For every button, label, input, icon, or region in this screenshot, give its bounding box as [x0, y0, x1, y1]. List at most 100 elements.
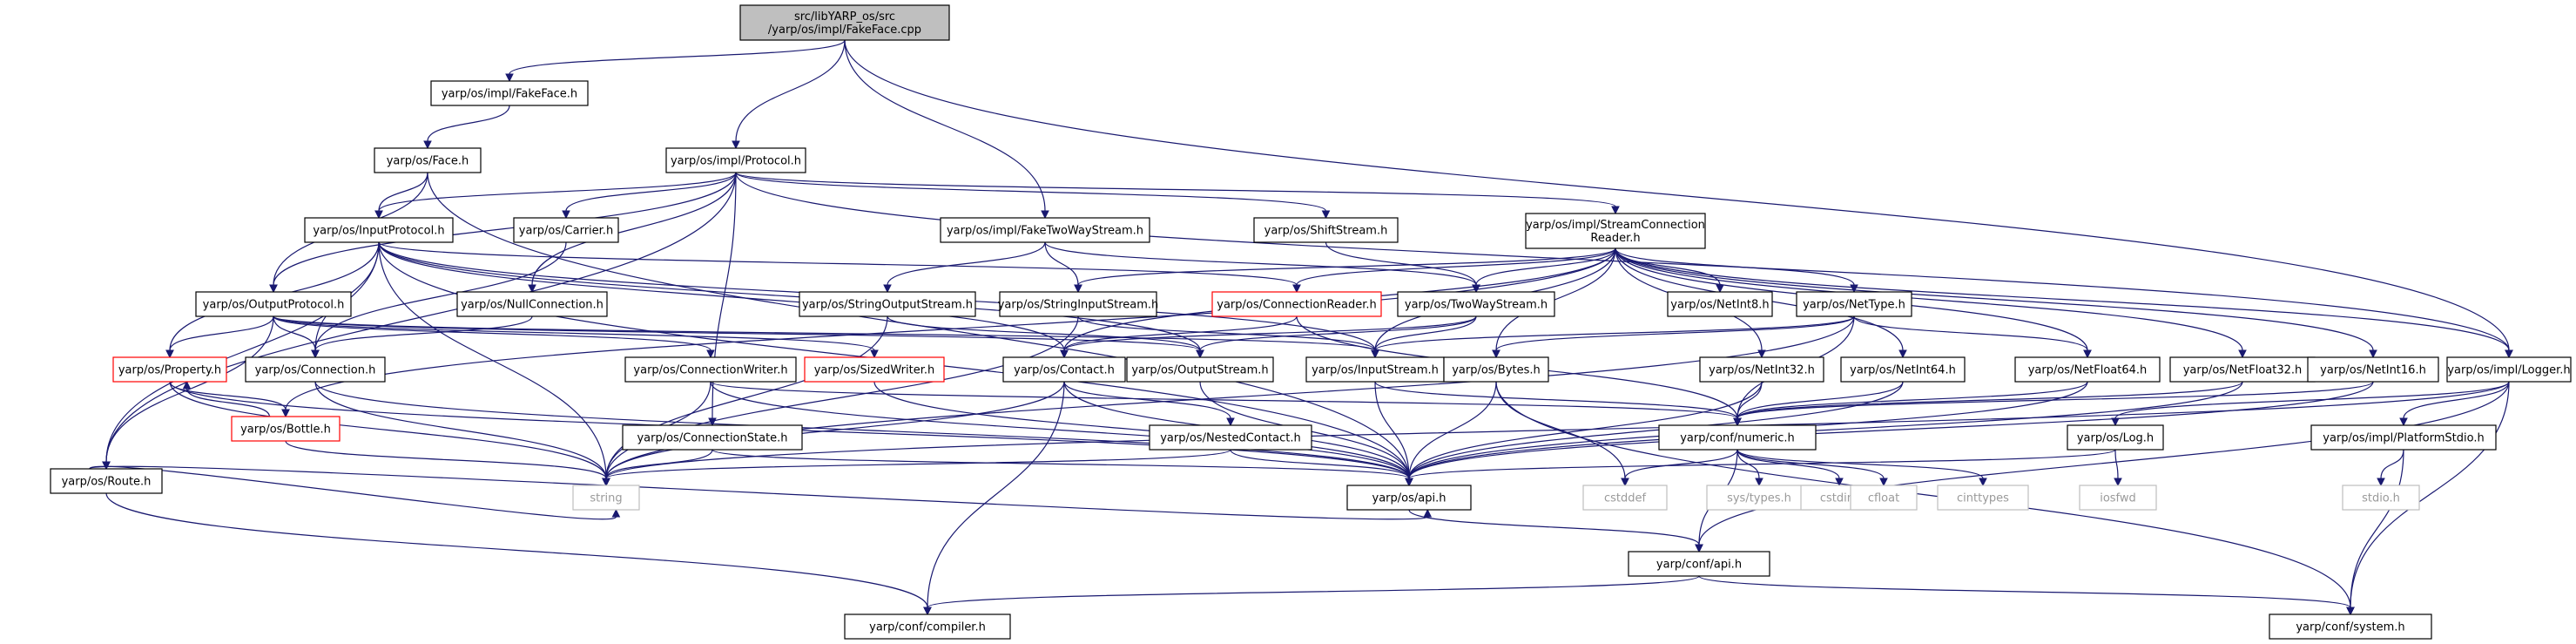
node-label: yarp/os/Face.h: [387, 155, 469, 168]
node-logger[interactable]: yarp/os/impl/Logger.h: [2446, 356, 2572, 383]
dependency-edges: [89, 39, 2513, 616]
node-label: yarp/os/Contact.h: [1014, 364, 1115, 377]
node-root[interactable]: src/libYARP_os/src/yarp/os/impl/FakeFace…: [739, 4, 950, 41]
node-netint8[interactable]: yarp/os/NetInt8.h: [1667, 291, 1773, 317]
edge-nettype-to-netfloat64: [1853, 315, 2092, 359]
node-string[interactable]: string: [572, 485, 640, 511]
edge-streamconnectionreader-to-connectionreader: [1292, 247, 1616, 294]
edge-protocol-to-outputprotocol: [269, 172, 737, 294]
node-connectionreader[interactable]: yarp/os/ConnectionReader.h: [1211, 291, 1382, 317]
node-netint32[interactable]: yarp/os/NetInt32.h: [1699, 356, 1824, 383]
node-label: yarp/os/OutputProtocol.h: [203, 299, 345, 312]
edge-protocol-to-shiftstream: [735, 172, 1331, 220]
node-label: yarp/os/SizedWriter.h: [814, 364, 935, 377]
edge-route-to-string: [89, 465, 621, 520]
edge-confnumeric-to-cfloat: [1736, 449, 1888, 487]
node-connectionwriter[interactable]: yarp/os/ConnectionWriter.h: [624, 356, 797, 383]
node-nullconnection[interactable]: yarp/os/NullConnection.h: [456, 291, 608, 317]
node-stringoutputstream[interactable]: yarp/os/StringOutputStream.h: [799, 291, 976, 317]
node-confapi[interactable]: yarp/conf/api.h: [1628, 551, 1770, 577]
node-nettype[interactable]: yarp/os/NetType.h: [1796, 291, 1912, 317]
node-label: yarp/os/impl/PlatformStdio.h: [2323, 432, 2484, 445]
node-netint16[interactable]: yarp/os/NetInt16.h: [2307, 356, 2439, 383]
edge-streamconnectionreader-to-logger: [1615, 247, 2513, 359]
node-faketwowaystream[interactable]: yarp/os/impl/FakeTwoWayStream.h: [940, 217, 1150, 243]
edge-route-to-confcompiler: [105, 492, 932, 616]
node-cstddef[interactable]: cstddef: [1582, 485, 1668, 511]
node-connection[interactable]: yarp/os/Connection.h: [245, 356, 386, 383]
node-twowaystream[interactable]: yarp/os/TwoWayStream.h: [1397, 291, 1555, 317]
node-label: yarp/os/NetFloat32.h: [2183, 364, 2303, 377]
node-systypes[interactable]: sys/types.h: [1706, 485, 1812, 511]
node-label: yarp/os/InputStream.h: [1312, 364, 1439, 377]
node-label: /yarp/os/impl/FakeFace.cpp: [768, 24, 921, 37]
node-label: yarp/os/NestedContact.h: [1160, 432, 1301, 445]
node-label: yarp/os/Route.h: [62, 476, 152, 489]
node-contact[interactable]: yarp/os/Contact.h: [1002, 356, 1126, 383]
node-label: iosfwd: [2100, 492, 2136, 505]
node-iosfwd[interactable]: iosfwd: [2079, 485, 2157, 511]
node-stringinputstream[interactable]: yarp/os/StringInputStream.h: [998, 291, 1159, 317]
node-carrier[interactable]: yarp/os/Carrier.h: [513, 217, 619, 243]
edge-osapi-to-confapi: [1408, 509, 1703, 553]
node-confnumeric[interactable]: yarp/conf/numeric.h: [1658, 424, 1817, 451]
edge-streamconnectionreader-to-stringinputstream: [1074, 247, 1616, 294]
node-route[interactable]: yarp/os/Route.h: [50, 468, 163, 494]
node-label: yarp/os/NetFloat64.h: [2028, 364, 2148, 377]
edge-protocol-to-streamconnectionreader: [735, 172, 1620, 215]
node-confcompiler[interactable]: yarp/conf/compiler.h: [844, 613, 1011, 640]
node-property[interactable]: yarp/os/Property.h: [112, 356, 227, 383]
node-netfloat32[interactable]: yarp/os/NetFloat32.h: [2169, 356, 2316, 383]
node-nestedcontact[interactable]: yarp/os/NestedContact.h: [1149, 424, 1312, 451]
node-netfloat64[interactable]: yarp/os/NetFloat64.h: [2014, 356, 2161, 383]
edge-logger-to-log: [2111, 381, 2510, 427]
edge-faketwowaystream-to-twowaystream: [1044, 241, 1480, 294]
edge-protocol-to-inputprotocol: [374, 172, 737, 220]
edge-fakeface_h-to-face: [423, 105, 510, 150]
node-bottle[interactable]: yarp/os/Bottle.h: [231, 416, 341, 442]
node-shiftstream[interactable]: yarp/os/ShiftStream.h: [1253, 217, 1399, 243]
node-label: yarp/os/impl/FakeFace.h: [442, 88, 577, 101]
node-cinttypes[interactable]: cinttypes: [1937, 485, 2029, 511]
node-label: yarp/os/impl/Logger.h: [2447, 364, 2570, 377]
node-fakeface_h[interactable]: yarp/os/impl/FakeFace.h: [430, 80, 589, 106]
edge-connection-to-string: [314, 381, 610, 487]
edge-connectionstate-to-string: [602, 449, 713, 487]
node-label: sys/types.h: [1727, 492, 1791, 505]
edge-confnumeric-to-cinttypes: [1736, 449, 1987, 487]
edge-twowaystream-to-outputstream: [1196, 315, 1477, 359]
node-platformstdio[interactable]: yarp/os/impl/PlatformStdio.h: [2310, 424, 2497, 451]
edge-netint16-to-confnumeric: [1733, 381, 2374, 427]
node-label: yarp/os/NetType.h: [1803, 299, 1905, 312]
node-label: yarp/os/NetInt16.h: [2320, 364, 2426, 377]
node-face[interactable]: yarp/os/Face.h: [374, 147, 482, 173]
edge-protocol-to-connectionstate: [708, 172, 737, 427]
node-bytes[interactable]: yarp/os/Bytes.h: [1443, 356, 1549, 383]
node-confsystem[interactable]: yarp/conf/system.h: [2269, 613, 2432, 640]
node-label: yarp/os/Bottle.h: [240, 424, 331, 437]
node-sizedwriter[interactable]: yarp/os/SizedWriter.h: [804, 356, 945, 383]
edge-inputprotocol-to-connectionreader: [378, 241, 1301, 294]
node-protocol[interactable]: yarp/os/impl/Protocol.h: [665, 147, 806, 173]
node-label: yarp/os/Log.h: [2077, 432, 2154, 445]
node-inputstream[interactable]: yarp/os/InputStream.h: [1305, 356, 1445, 383]
node-netint64[interactable]: yarp/os/NetInt64.h: [1840, 356, 1966, 383]
node-outputprotocol[interactable]: yarp/os/OutputProtocol.h: [195, 291, 352, 317]
node-label: yarp/os/StringOutputStream.h: [802, 299, 973, 312]
node-log[interactable]: yarp/os/Log.h: [2067, 424, 2164, 451]
edge-nettype-to-bytes: [1492, 315, 1855, 359]
node-osapi[interactable]: yarp/os/api.h: [1346, 485, 1472, 511]
node-connectionstate[interactable]: yarp/os/ConnectionState.h: [622, 424, 803, 451]
node-label: yarp/conf/numeric.h: [1680, 432, 1795, 445]
edge-nestedcontact-to-string: [602, 449, 1231, 487]
node-inputprotocol[interactable]: yarp/os/InputProtocol.h: [304, 217, 454, 243]
node-label: cfloat: [1868, 492, 1899, 505]
node-label: yarp/os/NetInt32.h: [1709, 364, 1815, 377]
node-cfloat[interactable]: cfloat: [1850, 485, 1918, 511]
edge-streamconnectionreader-to-bottle: [281, 247, 1616, 418]
node-outputstream[interactable]: yarp/os/OutputStream.h: [1126, 356, 1274, 383]
node-label: yarp/os/impl/FakeTwoWayStream.h: [947, 225, 1143, 238]
node-stdio[interactable]: stdio.h: [2342, 485, 2420, 511]
edge-log-to-iosfwd: [2114, 449, 2122, 487]
